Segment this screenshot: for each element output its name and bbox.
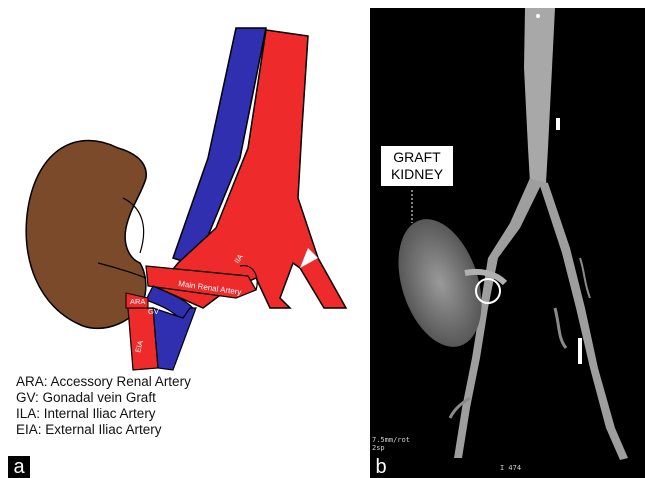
label-ara: ARA [130, 297, 145, 306]
ct-aorta [524, 8, 555, 183]
panel-b-ct-angiogram: GRAFT KIDNEY 7.5mm/rot 2sp I 474 b [370, 8, 645, 478]
callout-line-1: GRAFT [381, 149, 453, 166]
panel-letter-a: a [8, 456, 30, 478]
legend-eia: EIA: External Iliac Artery [16, 422, 191, 438]
abbreviation-legend: ARA: Accessory Renal Artery GV: Gonadal … [16, 374, 191, 438]
image-index: I 474 [500, 464, 521, 472]
legend-ila: ILA: Internal Iliac Artery [16, 406, 191, 422]
scan-param-2: 2sp [372, 444, 410, 452]
graft-kidney-callout: GRAFT KIDNEY [381, 146, 453, 186]
legend-gv: GV: Gonadal vein Graft [16, 390, 191, 406]
panel-letter-b: b [370, 456, 392, 478]
scan-param-1: 7.5mm/rot [372, 436, 410, 444]
ct-right-iliac [538, 180, 628, 460]
panel-a-diagram: IIA Main Renal Artery ARA GV EIA ARA: Ac… [8, 8, 365, 478]
label-gv: GV [148, 307, 159, 316]
scan-parameters: 7.5mm/rot 2sp [372, 436, 410, 452]
callout-line-2: KIDNEY [381, 166, 453, 183]
legend-ara: ARA: Accessory Renal Artery [16, 374, 191, 390]
ct-vessel-render [370, 8, 645, 478]
external-iliac-vein [153, 308, 196, 370]
